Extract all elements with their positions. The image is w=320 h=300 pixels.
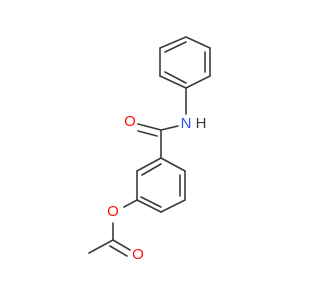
benzene-bond bbox=[160, 157, 186, 172]
ester-co-bond bbox=[112, 239, 131, 251]
molecule-diagram: N H O O O bbox=[88, 36, 211, 263]
amide-co-bond bbox=[137, 123, 162, 131]
ester-co-double-bond bbox=[109, 245, 128, 257]
amide-oxygen-label: O bbox=[124, 113, 136, 130]
benzene-inner-bond bbox=[141, 163, 162, 176]
phenyl-bond bbox=[159, 75, 187, 89]
benzene-inner-bond bbox=[140, 196, 162, 208]
amide-co-double-bond bbox=[137, 130, 158, 137]
phenyl-inner-bond bbox=[164, 41, 187, 53]
carbonyl-oxygen-label: O bbox=[132, 246, 144, 263]
amide-hydrogen-label: H bbox=[196, 115, 207, 132]
n-carbonyl-bond bbox=[160, 125, 179, 131]
phenyl-bond bbox=[185, 75, 211, 89]
phenyl-bond bbox=[159, 36, 187, 49]
amide-nitrogen-label: N bbox=[181, 115, 192, 132]
benzene-bond bbox=[136, 157, 162, 172]
phenyl-bond bbox=[185, 36, 211, 49]
bond-lines bbox=[88, 36, 211, 257]
ester-oxygen-label: O bbox=[107, 203, 119, 220]
benzene-bond bbox=[136, 199, 162, 213]
ester-methyl-bond bbox=[88, 239, 114, 254]
phenyl-inner-bond bbox=[164, 71, 187, 84]
ring-o-bond bbox=[123, 199, 138, 208]
benzene-bond bbox=[160, 199, 186, 213]
